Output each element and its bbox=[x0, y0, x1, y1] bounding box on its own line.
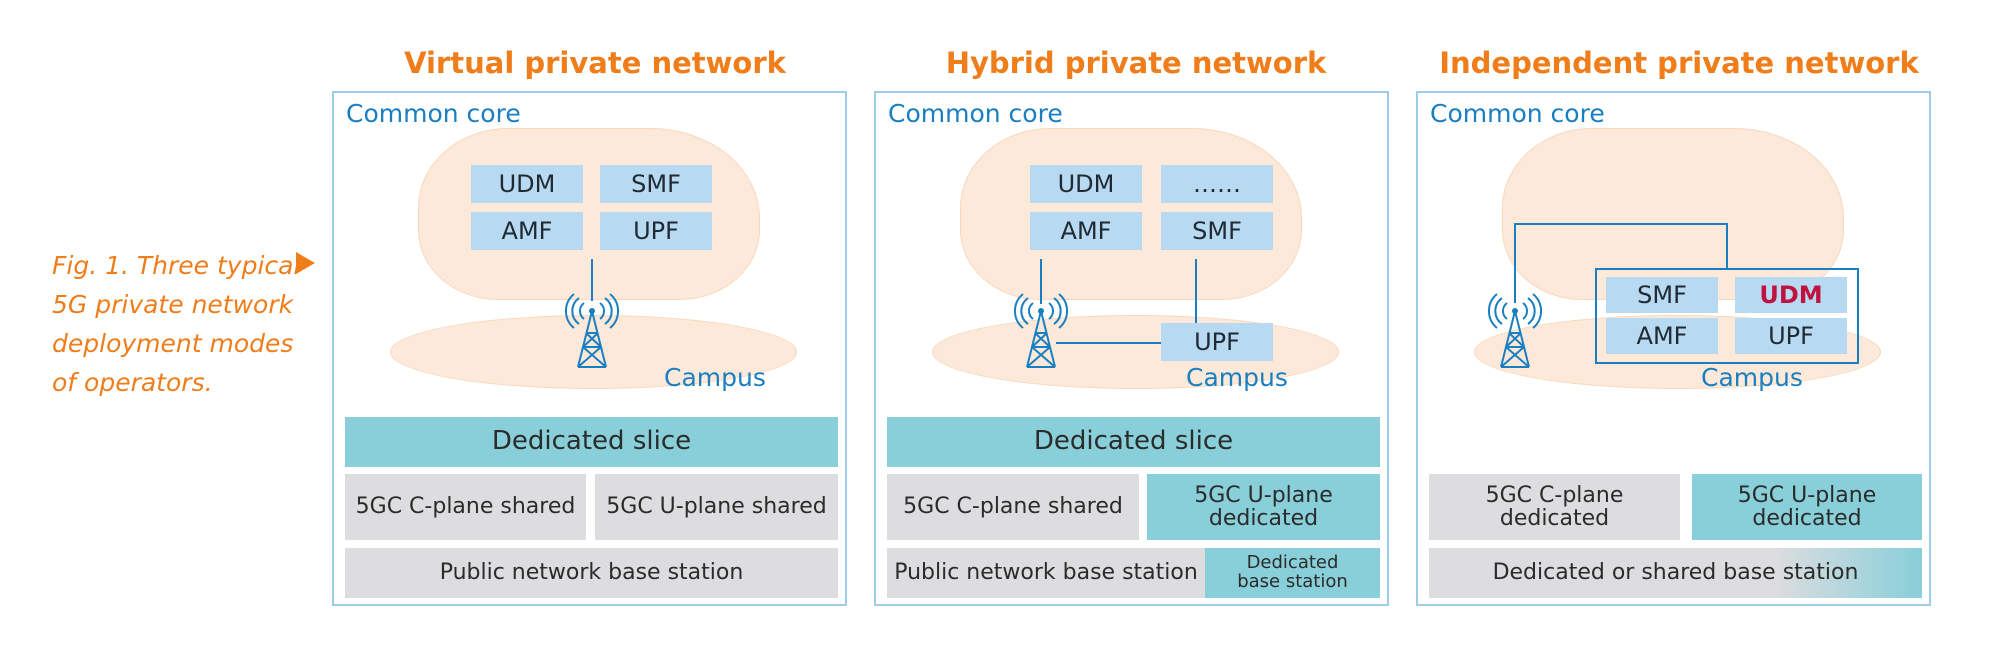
common-core-label: Common core bbox=[346, 99, 521, 128]
link-line bbox=[1056, 342, 1161, 344]
campus-area bbox=[390, 315, 797, 389]
campus-core-box bbox=[1595, 268, 1859, 364]
nf-smf: SMF bbox=[1161, 212, 1273, 250]
uplane-bar: 5GC U-plane shared bbox=[595, 474, 838, 540]
nf-udm: UDM bbox=[1735, 277, 1847, 313]
panel-virtual: Common core UDM SMF AMF UPF Campus Dedic… bbox=[332, 91, 847, 606]
nf-ellipsis: …… bbox=[1161, 165, 1273, 203]
dedicated-base-station-bar: Dedicated base station bbox=[1205, 548, 1380, 598]
nf-upf: UPF bbox=[1735, 318, 1847, 354]
nf-udm: UDM bbox=[1030, 165, 1142, 203]
nf-upf-campus: UPF bbox=[1161, 323, 1273, 361]
nf-amf: AMF bbox=[471, 212, 583, 250]
public-base-station-bar: Public network base station bbox=[887, 548, 1205, 598]
link-line bbox=[1726, 223, 1728, 269]
dedicated-slice-bar: Dedicated slice bbox=[887, 417, 1380, 467]
campus-label: Campus bbox=[1186, 363, 1288, 392]
campus-label: Campus bbox=[1701, 363, 1803, 392]
cplane-bar: 5GC C-plane shared bbox=[887, 474, 1139, 540]
link-line bbox=[1040, 259, 1042, 304]
nf-upf: UPF bbox=[600, 212, 712, 250]
base-station-bar: Public network base station bbox=[345, 548, 838, 598]
link-line bbox=[1195, 259, 1197, 323]
antenna-tower-icon bbox=[564, 293, 620, 368]
dedicated-slice-bar: Dedicated slice bbox=[345, 417, 838, 467]
uplane-bar: 5GC U-plane dedicated bbox=[1692, 474, 1922, 540]
link-line bbox=[1514, 223, 1728, 225]
panel-title-hybrid: Hybrid private network bbox=[945, 46, 1327, 80]
antenna-tower-icon bbox=[1013, 293, 1069, 368]
link-line bbox=[591, 259, 593, 301]
nf-amf: AMF bbox=[1606, 318, 1718, 354]
cplane-bar: 5GC C-plane dedicated bbox=[1429, 474, 1680, 540]
panel-title-virtual: Virtual private network bbox=[404, 46, 786, 80]
nf-smf: SMF bbox=[1606, 277, 1718, 313]
nf-udm: UDM bbox=[471, 165, 583, 203]
cplane-bar: 5GC C-plane shared bbox=[345, 474, 586, 540]
panel-independent: Common core SMF UDM AMF UPF Campus 5GC C… bbox=[1416, 91, 1931, 606]
campus-label: Campus bbox=[664, 363, 766, 392]
panel-hybrid: Common core UDM …… AMF SMF UPF Campus De… bbox=[874, 91, 1389, 606]
common-core-label: Common core bbox=[888, 99, 1063, 128]
common-core-label: Common core bbox=[1430, 99, 1605, 128]
panel-title-independent: Independent private network bbox=[1439, 46, 1919, 80]
nf-amf: AMF bbox=[1030, 212, 1142, 250]
arrow-right-icon bbox=[296, 252, 315, 274]
uplane-bar: 5GC U-plane dedicated bbox=[1147, 474, 1380, 540]
link-line bbox=[1514, 223, 1516, 303]
nf-smf: SMF bbox=[600, 165, 712, 203]
figure-caption: Fig. 1. Three typical 5G private network… bbox=[52, 251, 301, 397]
base-station-bar: Dedicated or shared base station bbox=[1429, 548, 1922, 598]
antenna-tower-icon bbox=[1487, 293, 1543, 368]
